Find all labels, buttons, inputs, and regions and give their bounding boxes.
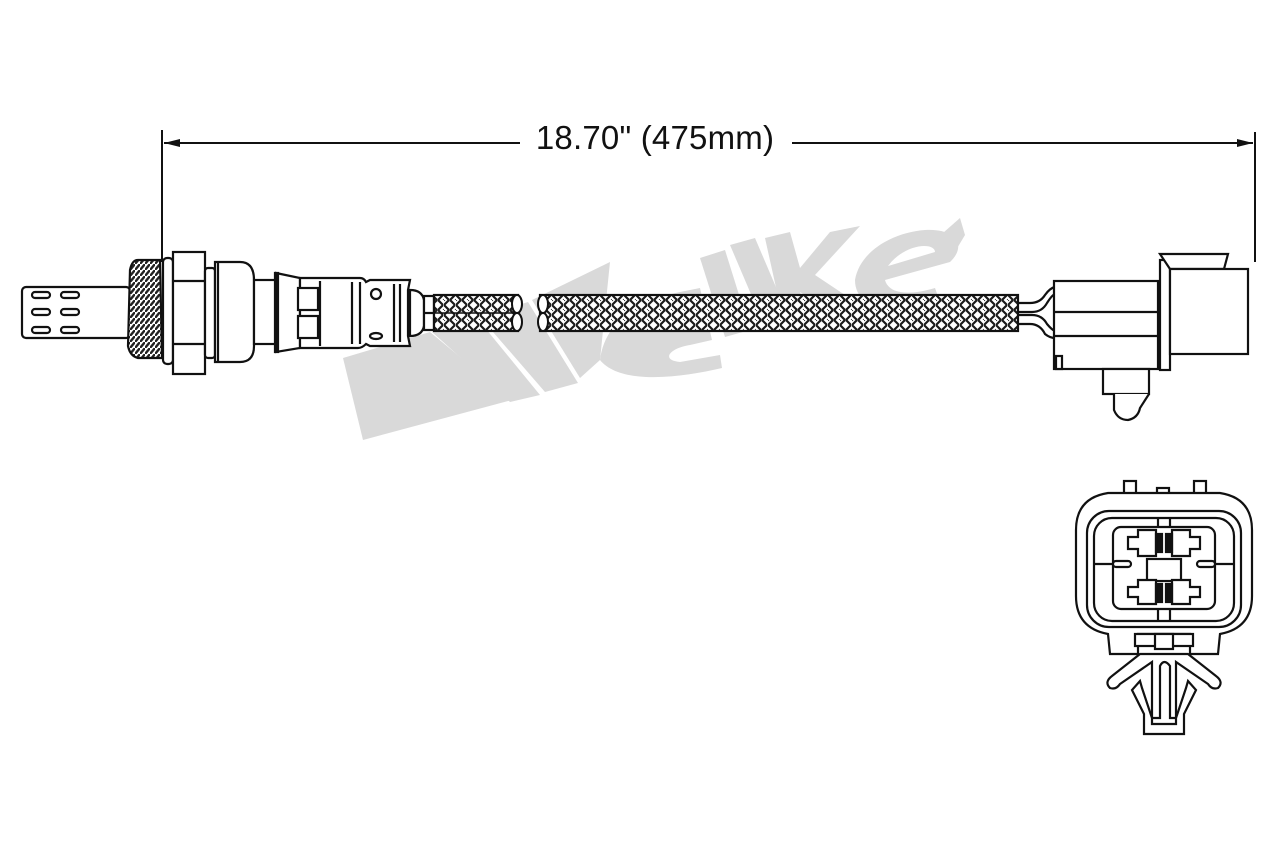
- sensor-housing: [273, 271, 436, 354]
- threaded-section: [126, 258, 164, 360]
- dimension-line: [161, 130, 1256, 262]
- connector-side-view: [1018, 252, 1250, 422]
- hex-body: [161, 250, 278, 376]
- sensor-tip: [20, 285, 132, 340]
- connector-face-view: [1074, 479, 1254, 736]
- dimension-label: 18.70" (475mm): [520, 116, 790, 160]
